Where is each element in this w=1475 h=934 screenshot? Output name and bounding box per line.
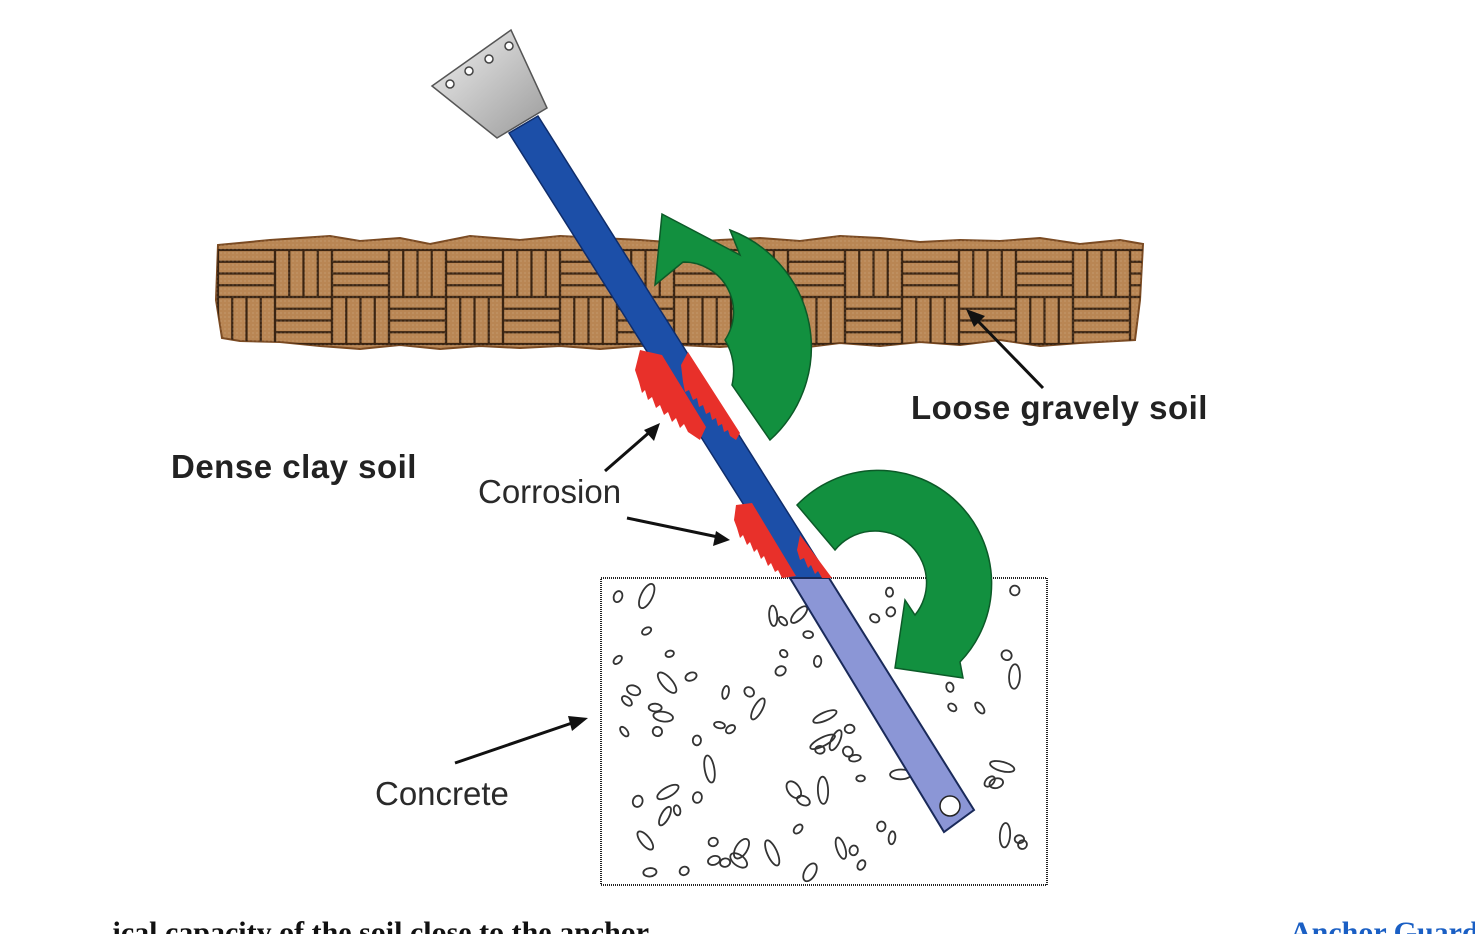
aggregate-pebble bbox=[764, 839, 781, 867]
aggregate-pebble bbox=[729, 852, 749, 869]
corrosion-zones bbox=[635, 350, 832, 578]
aggregate-pebble bbox=[848, 754, 862, 763]
pointer-arrows bbox=[454, 309, 1045, 765]
aggregate-pebble bbox=[876, 820, 887, 833]
arrow-corrosion-upper bbox=[604, 423, 660, 473]
aggregate-pebble bbox=[743, 686, 755, 698]
aggregate-pebble bbox=[855, 774, 866, 783]
rod-eye-hole bbox=[939, 795, 961, 817]
aggregate-pebble bbox=[774, 665, 787, 677]
aggregate-pebble bbox=[647, 702, 663, 713]
aggregate-pebble bbox=[812, 709, 838, 724]
figure-caption: ...ical capacity of the soil close to th… bbox=[0, 916, 1475, 934]
aggregate-pebble bbox=[612, 654, 623, 665]
aggregate-pebble bbox=[678, 865, 690, 877]
aggregate-pebble bbox=[691, 734, 702, 747]
aggregate-pebble bbox=[672, 804, 682, 817]
aggregate-pebble bbox=[719, 857, 732, 868]
plate-bolt-hole bbox=[504, 41, 514, 51]
aggregate-pebble bbox=[750, 697, 766, 721]
aggregate-pebble bbox=[983, 775, 996, 788]
aggregate-pebble bbox=[1017, 839, 1028, 850]
aggregate-pebble bbox=[652, 710, 674, 723]
anchor-plate bbox=[430, 28, 548, 139]
aggregate-pebble bbox=[1008, 663, 1021, 690]
anchor-plate-icon bbox=[430, 28, 548, 139]
aggregate-pebble bbox=[989, 760, 1016, 773]
aggregate-pebble bbox=[707, 836, 719, 848]
aggregate-pebble bbox=[631, 794, 644, 808]
plate-bolt-hole bbox=[464, 66, 474, 76]
arrow-loose-soil bbox=[966, 309, 1045, 390]
aggregate-pebble bbox=[1000, 649, 1013, 662]
aggregate-pebble bbox=[656, 783, 680, 801]
aggregate-pebble bbox=[725, 724, 736, 735]
aggregate-pebble bbox=[885, 606, 897, 618]
aggregate-pebble bbox=[809, 733, 836, 750]
aggregate-pebble bbox=[848, 844, 859, 857]
caption-credit-link[interactable]: Anchor Guard bbox=[1290, 916, 1475, 934]
aggregate-pebble bbox=[626, 684, 642, 697]
aggregate-pebble bbox=[856, 859, 867, 871]
aggregate-pebble bbox=[792, 823, 804, 835]
aggregate-pebble bbox=[621, 695, 633, 707]
aggregate-pebble bbox=[612, 590, 624, 604]
rod-concrete-section bbox=[788, 577, 976, 834]
aggregate-pebble bbox=[843, 723, 856, 735]
aggregate-pebble bbox=[812, 655, 823, 668]
aggregate-pebble bbox=[887, 830, 897, 846]
dense-clay-soil-label: Dense clay soil bbox=[171, 448, 417, 485]
concrete-label: Concrete bbox=[375, 775, 509, 812]
aggregate-pebble bbox=[816, 775, 830, 805]
aggregate-pebble bbox=[777, 615, 789, 627]
aggregate-pebble bbox=[785, 780, 803, 799]
aggregate-pebble bbox=[779, 649, 789, 659]
aggregate-pebble bbox=[947, 702, 958, 713]
plate-bolt-hole bbox=[445, 79, 455, 89]
arrow-corrosion-lower bbox=[626, 516, 730, 546]
aggregate-pebble bbox=[619, 725, 630, 738]
loose-gravely-soil-label: Loose gravely soil bbox=[911, 389, 1208, 426]
aggregate-pebble bbox=[641, 626, 653, 636]
aggregate-pebble bbox=[802, 630, 814, 640]
aggregate-pebble bbox=[636, 830, 655, 851]
aggregate-pebble bbox=[802, 862, 818, 883]
aggregate-pebble bbox=[656, 671, 678, 694]
corrosion-lower-left bbox=[734, 503, 796, 578]
aggregate-pebble bbox=[998, 822, 1012, 849]
aggregate-pebble bbox=[651, 725, 663, 738]
aggregate-pebble bbox=[707, 854, 721, 866]
anchor-rod bbox=[507, 114, 976, 834]
rotation-arrow-lower bbox=[795, 469, 993, 679]
aggregate-pebble bbox=[713, 720, 726, 730]
aggregate-pebble bbox=[638, 582, 656, 610]
aggregate-pebble bbox=[974, 701, 986, 715]
aggregate-pebble bbox=[733, 837, 750, 860]
corrosion-upper-left bbox=[635, 350, 706, 440]
corrosion-upper-right bbox=[681, 352, 740, 440]
aggregate-pebble bbox=[703, 754, 716, 784]
arrow-concrete bbox=[454, 716, 588, 765]
rotation-arrow-icon bbox=[654, 212, 993, 679]
corrosion-lower-right bbox=[797, 535, 832, 578]
aggregate-pebble bbox=[642, 867, 658, 878]
plate-bolt-hole bbox=[484, 54, 494, 64]
aggregate-pebble bbox=[721, 685, 730, 700]
aggregate-pebble bbox=[768, 604, 779, 627]
aggregate-pebble bbox=[684, 671, 698, 682]
aggregate-pebble bbox=[664, 649, 675, 658]
aggregate-pebble bbox=[945, 681, 955, 693]
aggregate-pebble bbox=[828, 729, 843, 752]
aggregate-pebble bbox=[869, 613, 881, 624]
rotation-arrow-upper bbox=[654, 212, 813, 442]
corrosion-label: Corrosion bbox=[478, 473, 622, 510]
aggregate-pebble bbox=[658, 805, 672, 827]
aggregate-pebble bbox=[884, 586, 894, 598]
aggregate-pebble bbox=[834, 836, 848, 860]
caption-text: ...ical capacity of the soil close to th… bbox=[90, 916, 669, 934]
aggregate-pebble bbox=[1009, 584, 1021, 597]
aggregate-pebble bbox=[1013, 834, 1025, 845]
aggregate-pebble bbox=[691, 791, 703, 804]
